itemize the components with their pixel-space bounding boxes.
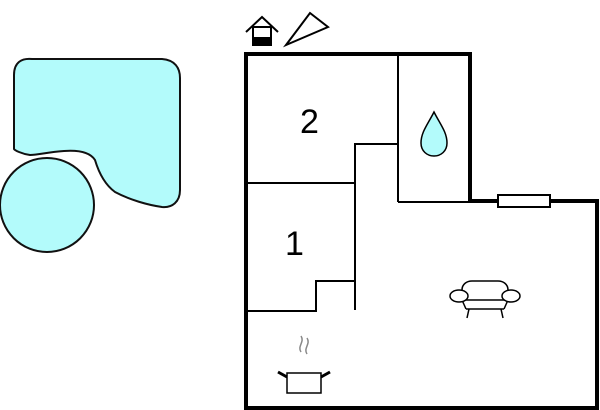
outer-wall [244,52,498,408]
compass-north-icon [282,11,330,48]
room-label-2: 2 [300,103,319,141]
inner-walls [246,54,470,312]
armchair-icon [449,280,521,319]
house-icon [245,15,279,46]
pool-shape [13,57,181,209]
cooking-pot-icon [277,335,331,394]
room-label-1: 1 [285,225,304,263]
water-drop-icon [420,110,448,157]
window [497,194,551,208]
round-pool-shape [0,157,95,253]
outer-wall [244,199,599,410]
